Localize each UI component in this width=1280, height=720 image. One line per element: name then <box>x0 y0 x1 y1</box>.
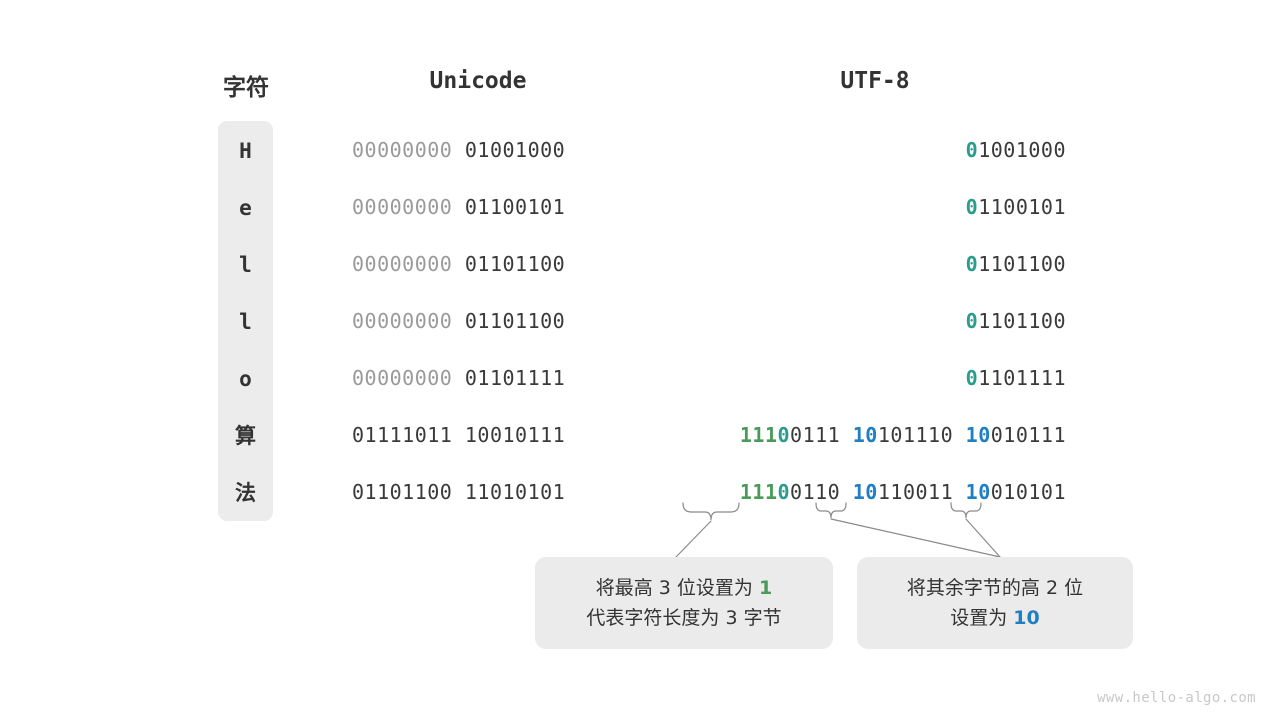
utf8-byte-prefix: 10 <box>852 423 878 447</box>
callout-continuation-bits: 将其余字节的高 2 位 设置为 10 <box>857 557 1133 649</box>
brace-continuation-bits-2 <box>950 502 982 519</box>
header-utf8: UTF-8 <box>840 68 910 94</box>
utf8-byte-payload: 1001000 <box>978 138 1066 162</box>
utf8-byte-prefix: 10 <box>852 480 878 504</box>
utf8-bits: 01001000 <box>966 138 1066 162</box>
unicode-high-byte: 00000000 <box>352 366 453 390</box>
utf8-bits: 11100110 10110011 10010101 <box>740 480 1066 504</box>
utf8-byte: 10010101 <box>966 480 1066 504</box>
utf8-bits: 01101111 <box>966 366 1066 390</box>
utf8-byte: 01001000 <box>966 138 1066 162</box>
utf8-byte-payload: 1101100 <box>978 252 1066 276</box>
callout-2-highlight: 10 <box>1013 607 1040 629</box>
character-cell: H <box>239 139 252 163</box>
unicode-low-byte: 01101100 <box>464 309 566 333</box>
callout-1-line-1: 将最高 3 位设置为 1 <box>551 573 817 603</box>
header-unicode: Unicode <box>429 68 527 94</box>
utf8-byte: 10110011 <box>853 480 953 504</box>
callout-2-line-1: 将其余字节的高 2 位 <box>906 577 1084 599</box>
character-cell: 法 <box>235 481 256 505</box>
unicode-high-byte: 01101100 <box>352 480 453 504</box>
utf8-byte-prefix: 0 <box>965 195 979 219</box>
utf8-byte-prefix-terminator: 0 <box>777 480 791 504</box>
utf8-bits: 01101100 <box>966 252 1066 276</box>
utf8-byte-prefix-terminator: 0 <box>777 423 791 447</box>
callout-1-highlight: 1 <box>758 577 773 599</box>
unicode-bits: 01111011 10010111 <box>352 423 608 447</box>
utf8-byte: 10101110 <box>853 423 953 447</box>
unicode-high-byte: 01111011 <box>352 423 453 447</box>
character-cell: l <box>239 253 252 277</box>
unicode-low-byte: 01001000 <box>464 138 566 162</box>
character-cell: o <box>239 367 252 391</box>
utf8-byte-prefix: 0 <box>965 252 979 276</box>
character-column-box <box>218 121 273 521</box>
leader-brace2-to-callout2 <box>830 518 1001 558</box>
unicode-bits: 00000000 01101100 <box>352 252 608 276</box>
brace-leading-bits <box>682 502 740 521</box>
utf8-byte-payload: 010111 <box>990 423 1066 447</box>
callout-1-line-2: 代表字符长度为 3 字节 <box>586 607 782 629</box>
unicode-low-byte: 01101111 <box>464 366 566 390</box>
unicode-low-byte: 10010111 <box>464 423 566 447</box>
unicode-low-byte: 11010101 <box>464 480 566 504</box>
unicode-bits: 00000000 01101111 <box>352 366 608 390</box>
watermark: www.hello-algo.com <box>1097 690 1256 706</box>
callout-2-line-2: 设置为 10 <box>873 603 1117 633</box>
utf8-bits: 01100101 <box>966 195 1066 219</box>
utf8-byte-prefix: 0 <box>965 138 979 162</box>
utf8-byte: 01101111 <box>966 366 1066 390</box>
utf8-byte-prefix: 0 <box>965 309 979 333</box>
utf8-byte: 11100110 <box>740 480 840 504</box>
character-cell: l <box>239 310 252 334</box>
header-character: 字符 <box>223 75 269 101</box>
utf8-byte-payload: 101110 <box>877 423 954 447</box>
utf8-byte-prefix: 10 <box>965 423 991 447</box>
utf8-byte-payload: 010101 <box>990 480 1066 504</box>
utf8-byte: 10010111 <box>966 423 1066 447</box>
callout-1-line1-text: 将最高 3 位设置为 <box>595 577 759 599</box>
utf8-byte: 11100111 <box>740 423 840 447</box>
character-cell: 算 <box>235 424 256 448</box>
leader-brace1-to-callout1 <box>675 520 712 558</box>
unicode-bits: 01101100 11010101 <box>352 480 608 504</box>
utf8-byte-payload: 110011 <box>877 480 954 504</box>
utf8-byte-prefix: 0 <box>965 366 979 390</box>
utf8-byte: 01100101 <box>966 195 1066 219</box>
unicode-low-byte: 01101100 <box>464 252 566 276</box>
brace-continuation-bits-1 <box>815 502 847 519</box>
unicode-high-byte: 00000000 <box>352 195 453 219</box>
utf8-byte: 01101100 <box>966 309 1066 333</box>
unicode-high-byte: 00000000 <box>352 309 453 333</box>
unicode-bits: 00000000 01101100 <box>352 309 608 333</box>
character-cell: e <box>239 196 252 220</box>
unicode-high-byte: 00000000 <box>352 138 453 162</box>
utf8-byte-payload: 1101100 <box>978 309 1066 333</box>
utf8-bits: 11100111 10101110 10010111 <box>740 423 1066 447</box>
utf8-byte-payload: 0110 <box>790 480 841 504</box>
utf8-byte-prefix: 111 <box>739 423 778 447</box>
utf8-byte-payload: 1100101 <box>978 195 1066 219</box>
utf8-byte-prefix: 10 <box>965 480 991 504</box>
utf8-byte: 01101100 <box>966 252 1066 276</box>
utf8-byte-prefix: 111 <box>739 480 778 504</box>
unicode-bits: 00000000 01100101 <box>352 195 608 219</box>
callout-2-line2-text: 设置为 <box>950 607 1014 629</box>
unicode-high-byte: 00000000 <box>352 252 453 276</box>
leader-brace3-to-callout2 <box>965 518 1001 558</box>
unicode-low-byte: 01100101 <box>464 195 566 219</box>
callout-leading-bits: 将最高 3 位设置为 1 代表字符长度为 3 字节 <box>535 557 833 649</box>
utf8-byte-payload: 1101111 <box>978 366 1066 390</box>
utf8-bits: 01101100 <box>966 309 1066 333</box>
utf8-byte-payload: 0111 <box>790 423 841 447</box>
unicode-bits: 00000000 01001000 <box>352 138 608 162</box>
